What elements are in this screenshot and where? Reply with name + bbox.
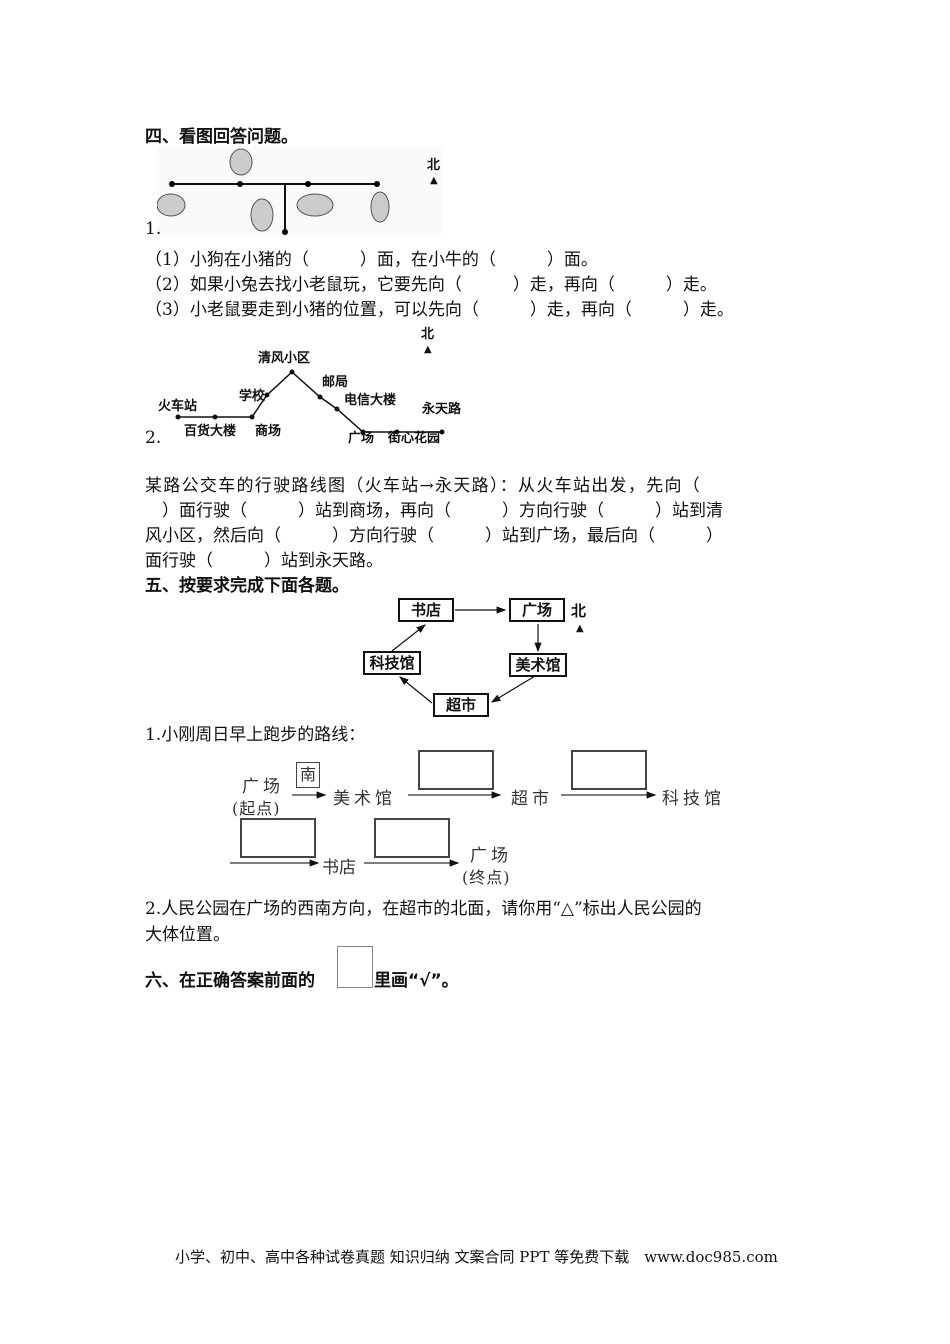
q5-2-line: 2.人民公园在广场的西南方向，在超市的北面，请你用“△”标出人民公园的 — [145, 899, 702, 919]
route-end: 广场 — [470, 846, 512, 866]
direction-answer-box[interactable] — [374, 818, 450, 858]
direction-answer-box[interactable] — [418, 750, 494, 790]
bus-route-diagram: 火车站 百货大楼 商场 学校 清风小区 邮局 电信大楼 广场 街心花园 永天路 … — [140, 320, 480, 450]
route-start: 广场 — [242, 777, 284, 797]
map-node-art-museum: 美术馆 — [509, 653, 567, 677]
q1-number: 1. — [145, 219, 162, 239]
stop-label: 火车站 — [158, 399, 198, 414]
north-arrow-icon: ▲ — [424, 344, 432, 355]
q5-2-line: 大体位置。 — [145, 925, 230, 945]
direction-answer-box[interactable] — [571, 750, 647, 790]
q2-line: 某路公交车的行驶路线图（火车站→永天路）：从火车站出发，先向（ — [145, 476, 702, 496]
map-node-supermarket: 超市 — [433, 693, 489, 717]
cow-icon — [296, 193, 334, 217]
stop-label: 百货大楼 — [184, 424, 237, 439]
route-start-note: (起点) — [232, 799, 281, 818]
route-stop: 书店 — [322, 858, 356, 878]
stop-label: 街心花园 — [388, 431, 441, 446]
rabbit-icon — [370, 191, 390, 223]
north-arrow-icon: ▲ — [430, 175, 438, 186]
north-label: 北 — [421, 327, 435, 342]
mouse-icon — [250, 198, 274, 232]
q2-line: 风小区，然后向（ ）方向行驶（ ）站到广场，最后向（ ） — [145, 526, 723, 546]
footer-text: 小学、初中、高中各种试卷真题 知识归纳 文案合同 PPT 等免费下载 www.d… — [175, 1248, 778, 1266]
route-end-note: (终点) — [462, 868, 511, 887]
stop-label: 商场 — [255, 424, 282, 439]
q5-1-text: 1.小刚周日早上跑步的路线： — [145, 725, 366, 745]
map-node-bookstore: 书店 — [398, 598, 454, 622]
direction-box-filled: 南 — [296, 762, 320, 788]
stop-label: 广场 — [348, 431, 375, 446]
q1-line: （3）小老鼠要走到小猪的位置，可以先向（ ）走，再向（ ）走。 — [145, 300, 734, 320]
stop-label: 清风小区 — [258, 351, 311, 366]
q2-number: 2. — [145, 428, 162, 448]
stop-label: 永天路 — [422, 402, 462, 417]
route-stop: 超市 — [511, 789, 553, 809]
route-stop: 科技馆 — [662, 789, 725, 809]
q2-line: 面行驶（ ）站到永天路。 — [145, 551, 383, 571]
map-node-science-museum: 科技馆 — [363, 651, 421, 675]
section-6-title-b: 里画“√”。 — [374, 971, 459, 991]
section-4-title: 四、看图回答问题。 — [145, 127, 298, 147]
north-arrow-icon: ▲ — [576, 623, 584, 634]
north-label: 北 — [427, 158, 441, 173]
map-node-square: 广场 — [509, 598, 565, 622]
q1-line: （1）小狗在小猪的（ ）面，在小牛的（ ）面。 — [145, 250, 598, 270]
dog-icon — [229, 148, 253, 176]
q1-line: （2）如果小兔去找小老鼠玩，它要先向（ ）走，再向（ ）走。 — [145, 275, 717, 295]
stop-label: 学校 — [239, 389, 266, 404]
stop-label: 电信大楼 — [344, 393, 397, 408]
direction-answer-box[interactable] — [240, 818, 316, 858]
section-5-title: 五、按要求完成下面各题。 — [145, 576, 349, 596]
q2-line: ）面行驶（ ）站到商场，再向（ ）方向行驶（ ）站到清 — [145, 501, 723, 521]
route-stop: 美术馆 — [333, 789, 396, 809]
stop-label: 邮局 — [322, 375, 349, 390]
north-label: 北 — [571, 602, 587, 620]
section-6-title-a: 六、在正确答案前面的 — [145, 971, 315, 991]
checkbox-sample — [337, 946, 373, 988]
pig-icon — [157, 193, 186, 217]
animal-position-diagram — [157, 147, 442, 235]
